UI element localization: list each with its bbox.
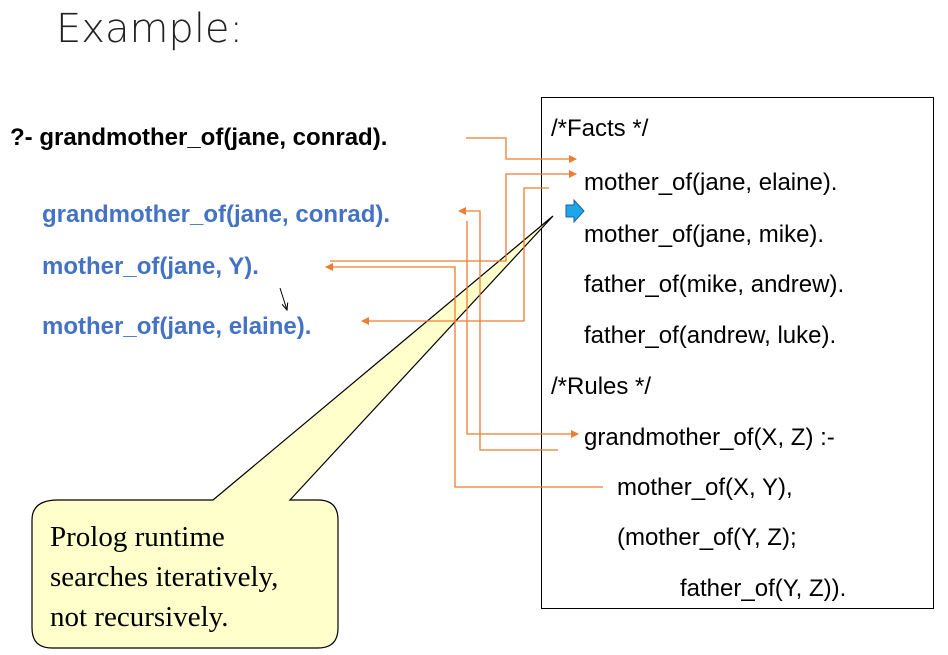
page-title: Example: <box>56 6 244 52</box>
trace-line-1: grandmother_of(jane, conrad). <box>42 201 391 228</box>
arrow-query-to-fact1 <box>466 137 577 163</box>
fact-4: father_of(andrew, luke). <box>584 322 837 349</box>
arrow-goal-to-rulehead <box>466 221 579 438</box>
query-text: ?- grandmother_of(jane, conrad). <box>10 124 388 151</box>
rule-body-3: father_of(Y, Z)). <box>680 575 847 602</box>
fact-3: father_of(mike, andrew). <box>584 271 845 298</box>
rule-body-1: mother_of(X, Y), <box>617 474 793 501</box>
fact-2: mother_of(jane, mike). <box>584 221 825 248</box>
rule-body-2: (mother_of(Y, Z); <box>617 524 797 551</box>
callout-line-3: not recursively. <box>50 601 229 633</box>
trace-step-arrow <box>279 287 287 310</box>
callout-bubble <box>31 215 554 649</box>
arrow-subgoal-to-fact1 <box>330 170 577 262</box>
callout-line-1: Prolog runtime <box>50 521 225 553</box>
arrow-rulehead-to-goal <box>458 207 558 451</box>
facts-header: /*Facts */ <box>551 115 649 142</box>
fact-1: mother_of(jane, elaine). <box>584 169 838 196</box>
arrow-body-to-subgoal <box>325 263 603 488</box>
trace-line-2: mother_of(jane, Y). <box>42 253 259 280</box>
current-goal-pointer-icon <box>565 198 585 224</box>
trace-line-3: mother_of(jane, elaine). <box>42 313 312 340</box>
arrow-fact1-to-elaine <box>361 187 549 325</box>
callout-line-2: searches iteratively, <box>50 561 279 593</box>
program-box <box>541 97 934 609</box>
rules-header: /*Rules */ <box>551 373 652 400</box>
rule-head: grandmother_of(X, Z) :- <box>584 424 835 451</box>
